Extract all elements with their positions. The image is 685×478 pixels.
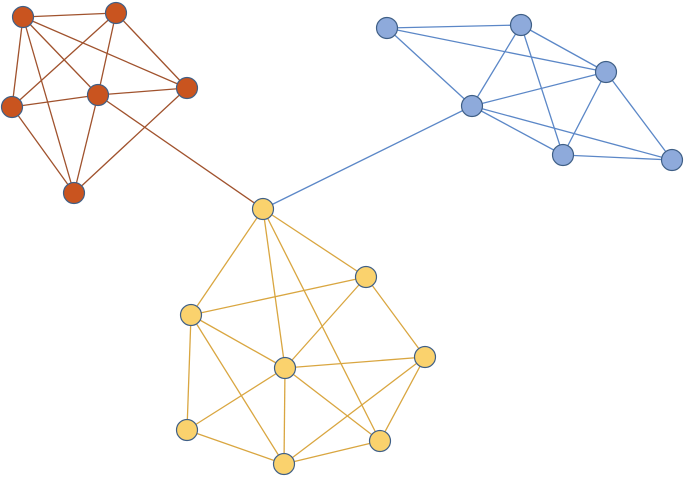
blue-edge [386,24,522,29]
yellow-node [413,345,437,369]
bridge-edge [97,94,264,210]
blue-node [460,94,484,118]
blue-edge [386,27,607,73]
orange-edge [22,16,188,89]
orange-node [86,83,110,107]
yellow-edge [283,440,381,465]
orange-edge [22,12,117,18]
orange-node [62,181,86,205]
blue-edge [471,24,522,107]
yellow-edge [365,276,426,358]
orange-edge [115,12,188,89]
orange-node [104,1,128,25]
orange-node [175,76,199,100]
orange-edge [97,87,188,96]
yellow-edge [284,367,381,442]
yellow-edge [186,314,192,431]
blue-edge [605,71,673,161]
blue-edge [471,105,564,156]
yellow-edge [190,314,286,369]
yellow-edge [186,429,285,465]
orange-node [0,95,24,119]
orange-edge [73,94,99,194]
orange-edge [22,16,99,96]
orange-edge [11,12,117,108]
bridge-edge [262,105,473,210]
blue-node [509,13,533,37]
blue-node [594,60,618,84]
orange-edge [73,87,188,194]
yellow-node [354,265,378,289]
blue-edge [386,27,473,107]
blue-edge [520,24,564,156]
orange-edge [11,106,75,194]
yellow-edge [284,276,367,369]
yellow-edge [283,367,286,465]
orange-edge [11,16,24,108]
yellow-edge [283,356,426,465]
yellow-edge [284,356,426,369]
yellow-edge [262,208,367,278]
orange-edge [97,12,117,96]
blue-node [375,16,399,40]
blue-edge [562,71,607,156]
yellow-node [175,418,199,442]
yellow-edge [190,208,264,316]
blue-edge [520,24,607,73]
blue-edge [562,154,673,161]
orange-node [11,5,35,29]
yellow-node [251,197,275,221]
yellow-edge [262,208,381,442]
yellow-node [273,356,297,380]
yellow-edge [190,314,285,465]
orange-edge [22,16,75,194]
blue-edge [471,71,607,107]
blue-edge [471,105,673,161]
yellow-node [179,303,203,327]
yellow-edge [186,367,286,431]
orange-edge [11,94,99,108]
yellow-edge [379,356,426,442]
yellow-node [368,429,392,453]
blue-node [551,143,575,167]
blue-node [660,148,684,172]
edge-layer [11,12,673,465]
yellow-edge [190,276,367,316]
yellow-edge [262,208,286,369]
yellow-node [272,452,296,476]
